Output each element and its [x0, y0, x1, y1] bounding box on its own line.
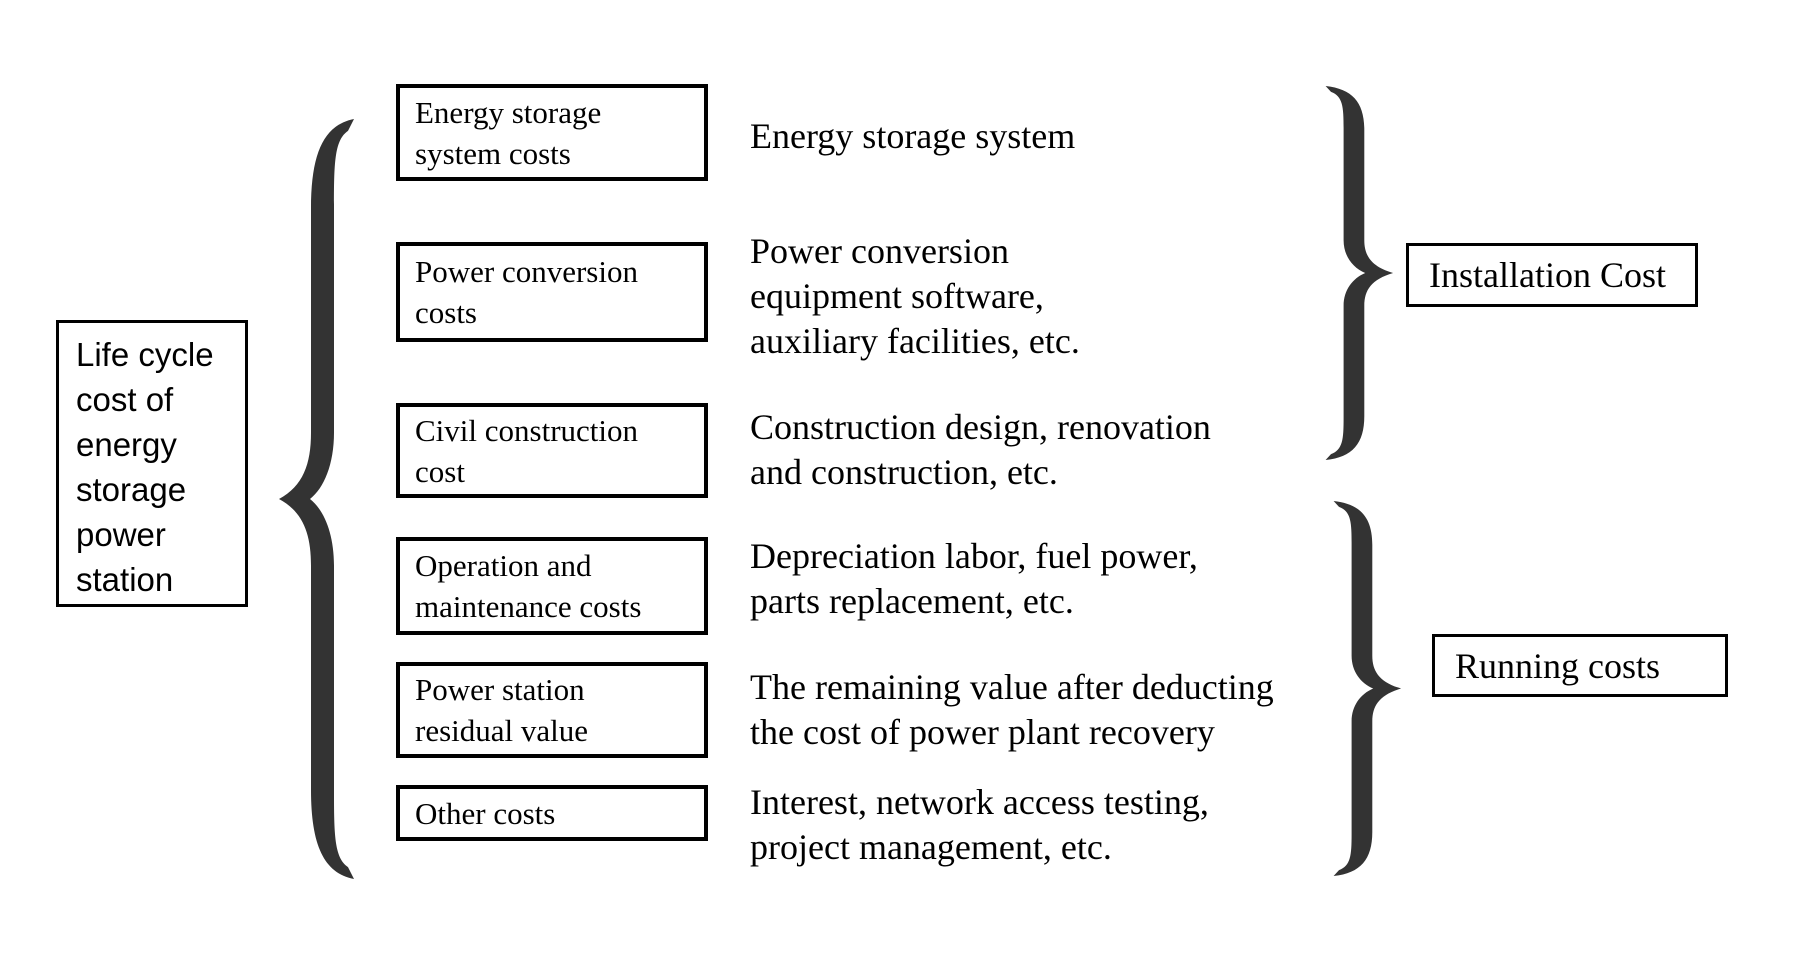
running-group-brace-icon [1333, 500, 1402, 877]
root-box-life-cycle-cost: Life cycle cost of energy storage power … [56, 320, 248, 607]
desc-energy-storage-system: Energy storage system [750, 116, 1076, 156]
cost-box-residual-value: Power station residual value [396, 662, 708, 758]
group-box-installation-cost: Installation Cost [1406, 243, 1698, 307]
group-box-running-costs: Running costs [1432, 634, 1728, 697]
cost-box-civil-construction: Civil construction cost [396, 403, 708, 498]
installation-group-brace-icon [1325, 85, 1394, 461]
desc-civil-construction: Construction design, renovation and cons… [750, 407, 1211, 492]
cost-box-power-conversion: Power conversion costs [396, 242, 708, 342]
cost-box-energy-storage-system: Energy storage system costs [396, 84, 708, 181]
cost-box-operation-maintenance: Operation and maintenance costs [396, 537, 708, 635]
desc-power-conversion: Power conversion equipment software, aux… [750, 231, 1080, 361]
desc-operation-maintenance: Depreciation labor, fuel power, parts re… [750, 536, 1198, 621]
desc-residual-value: The remaining value after deducting the … [750, 667, 1274, 752]
root-group-brace-icon [279, 118, 354, 880]
cost-box-other-costs: Other costs [396, 785, 708, 841]
desc-other-costs: Interest, network access testing, projec… [750, 782, 1209, 867]
